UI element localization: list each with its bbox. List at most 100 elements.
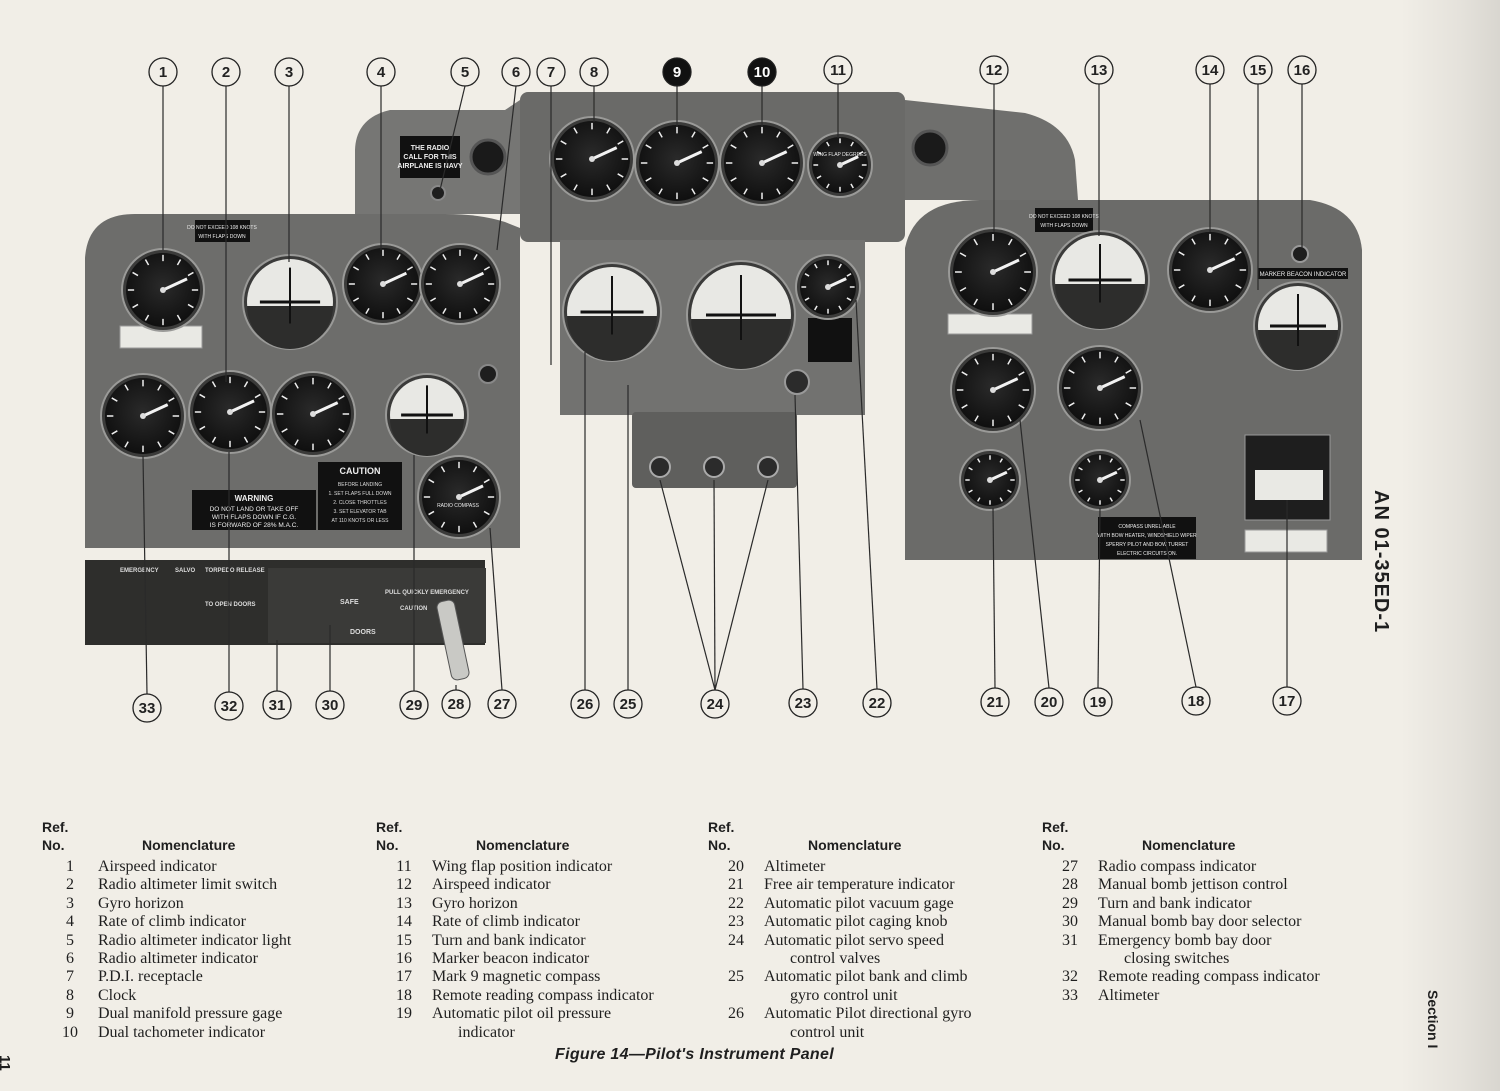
svg-text:19: 19 xyxy=(1090,694,1107,711)
callout-28: 28 xyxy=(441,689,471,719)
instrument-gauge xyxy=(1167,227,1253,313)
callout-14: 14 xyxy=(1195,55,1225,85)
callout-25: 25 xyxy=(613,689,643,719)
svg-text:9: 9 xyxy=(673,64,681,81)
instrument-gauge xyxy=(100,373,186,459)
legend-nomenclature: Radio altimeter indicator light xyxy=(98,931,292,949)
svg-text:AIRPLANE IS NAVY: AIRPLANE IS NAVY xyxy=(397,163,463,170)
svg-text:DO NOT EXCEED 108 KNOTS: DO NOT EXCEED 108 KNOTS xyxy=(1029,214,1099,220)
legend-nomenclature: Dual tachometer indicator xyxy=(98,1023,266,1041)
callout-30: 30 xyxy=(315,690,345,720)
leader-line xyxy=(1019,419,1050,689)
callout-8: 8 xyxy=(579,57,609,87)
figure-caption: Figure 14—Pilot's Instrument Panel xyxy=(555,1046,834,1063)
legend-nomenclature: Mark 9 magnetic compass xyxy=(432,968,601,986)
callout-23: 23 xyxy=(788,688,818,718)
svg-text:28: 28 xyxy=(448,696,465,713)
instrument-gauge xyxy=(562,262,662,362)
legend-nomenclature: Automatic pilot vacuum gage xyxy=(764,894,954,912)
legend-ref-number: 10 xyxy=(62,1023,78,1041)
legend-nomenclature: Gyro horizon xyxy=(432,894,518,912)
legend-nomenclature: Airspeed indicator xyxy=(432,876,551,894)
legend-nomenclature-cont: indicator xyxy=(458,1023,515,1041)
legend-nomenclature-cont: gyro control unit xyxy=(790,986,898,1004)
legend-nomenclature: Radio altimeter limit switch xyxy=(98,876,278,894)
legend-ref-number: 25 xyxy=(728,968,744,986)
legend-nomenclature: Radio compass indicator xyxy=(1098,858,1257,875)
legend-ref-number: 33 xyxy=(1062,986,1078,1004)
leader-line xyxy=(713,479,716,691)
legend-ref-number: 31 xyxy=(1062,931,1078,949)
svg-text:CAUTION: CAUTION xyxy=(340,466,381,476)
legend-header-nomenclature: Nomenclature xyxy=(142,837,236,853)
callout-26: 26 xyxy=(570,689,600,719)
svg-text:32: 32 xyxy=(221,698,238,715)
instrument-gauge xyxy=(342,243,424,325)
radio-compass-label: RADIO COMPASS xyxy=(437,503,480,509)
legend-nomenclature: Manual bomb jettison control xyxy=(1098,876,1288,894)
instrument-gauge xyxy=(121,248,205,332)
svg-text:TORPEDO RELEASE: TORPEDO RELEASE xyxy=(205,568,265,574)
legend-row: 33 Altimeter xyxy=(1042,987,1382,1005)
legend-ref-number: 5 xyxy=(66,931,74,949)
legend-row-continuation: indicator xyxy=(376,1024,696,1042)
instrument-gauge xyxy=(419,243,501,325)
servo-valve-knob xyxy=(703,456,725,478)
svg-text:6: 6 xyxy=(512,64,520,81)
legend-nomenclature: Wing flap position indicator xyxy=(432,858,613,875)
svg-text:24: 24 xyxy=(707,696,724,713)
legend-ref-number: 7 xyxy=(66,968,74,986)
instrument-gauge xyxy=(417,455,501,539)
instrument-panel-photo: THE RADIO CALL FOR THIS AIRPLANE IS NAVY… xyxy=(85,55,1362,723)
callout-1: 1 xyxy=(148,57,178,87)
legend-row: 10 Dual tachometer indicator xyxy=(42,1024,352,1042)
page-edge-shadow xyxy=(1400,0,1500,1091)
svg-text:DOORS: DOORS xyxy=(350,629,376,636)
svg-text:TO OPEN DOORS: TO OPEN DOORS xyxy=(205,602,256,608)
callout-17: 17 xyxy=(1272,686,1302,716)
callout-18: 18 xyxy=(1181,686,1211,716)
legend-nomenclature: Automatic pilot caging knob xyxy=(764,913,948,931)
callout-7: 7 xyxy=(536,57,566,87)
instrument-gauge xyxy=(719,120,805,206)
altimeter-light xyxy=(430,185,446,201)
svg-text:25: 25 xyxy=(620,696,637,713)
svg-text:5: 5 xyxy=(461,64,469,81)
callout-24: 24 xyxy=(700,689,730,719)
legend-nomenclature: Gyro horizon xyxy=(98,894,184,912)
svg-text:DO NOT LAND OR TAKE OFF: DO NOT LAND OR TAKE OFF xyxy=(210,506,299,513)
legend-nomenclature: Altimeter xyxy=(764,858,826,875)
legend-row: 5 Radio altimeter indicator light xyxy=(42,932,352,950)
legend-nomenclature: Turn and bank indicator xyxy=(1098,894,1252,912)
legend-nomenclature: Altimeter xyxy=(1098,986,1160,1004)
servo-valve-panel xyxy=(632,412,797,488)
legend-header-ref: Ref.No. xyxy=(1042,819,1069,853)
svg-text:SALVO: SALVO xyxy=(175,568,196,574)
correction-card xyxy=(1244,529,1328,553)
instrument-gauge xyxy=(549,116,635,202)
svg-text:29: 29 xyxy=(406,697,423,714)
svg-text:WITH FLAPS DOWN IF C.G.: WITH FLAPS DOWN IF C.G. xyxy=(212,514,296,521)
svg-text:17: 17 xyxy=(1279,693,1296,710)
instrument-gauge xyxy=(634,120,720,206)
legend-nomenclature: Emergency bomb bay door xyxy=(1098,931,1272,949)
svg-text:WARNING: WARNING xyxy=(235,494,274,503)
callout-6: 6 xyxy=(501,57,531,87)
legend-ref-number: 18 xyxy=(396,986,412,1004)
